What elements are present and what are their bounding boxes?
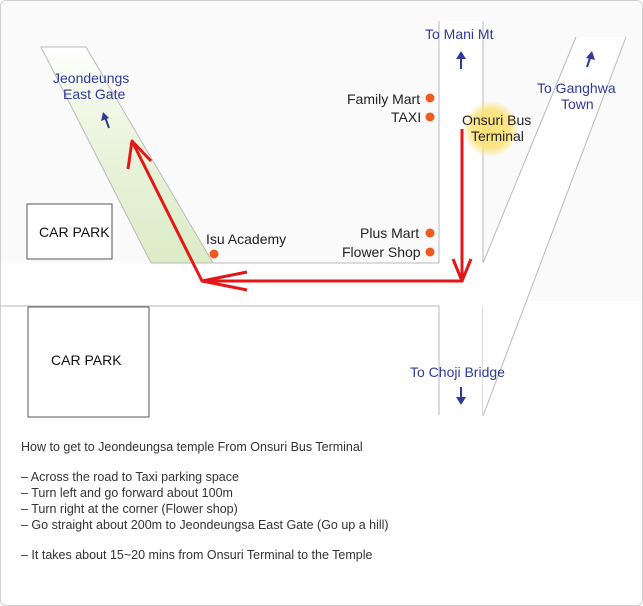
plus-mart-label: Plus Mart (360, 225, 419, 241)
flower-shop-label: Flower Shop (342, 244, 421, 260)
northwest-arrow-icon (101, 112, 110, 129)
isu-academy-marker (209, 249, 219, 259)
terminal-label-line2: Terminal (471, 128, 524, 144)
south-arrow-icon (456, 387, 466, 405)
route-arrow-down (451, 258, 473, 283)
car-park-large-label: CAR PARK (51, 352, 122, 368)
route-path (130, 129, 464, 283)
directions-steps: – Across the road to Taxi parking space … (21, 469, 621, 533)
car-park-small (26, 203, 113, 260)
directions-text: How to get to Jeondeungsa temple From On… (21, 439, 621, 563)
plus-mart-marker (425, 228, 435, 238)
family-mart-marker (425, 93, 435, 103)
choji-bridge-label: To Choji Bridge (410, 364, 505, 380)
car-park-small-label: CAR PARK (39, 224, 110, 240)
ganghwa-label-line1: To Ganghwa (537, 80, 616, 96)
route-arrow-up (126, 139, 153, 170)
terminal-label-line1: Onsuri Bus (462, 112, 531, 128)
taxi-marker (425, 112, 435, 122)
direction-step: – Across the road to Taxi parking space (21, 470, 239, 484)
route-map: CAR PARK CAR PARK To Mani Mt To Ganghw (1, 1, 642, 431)
directions-title: How to get to Jeondeungsa temple From On… (21, 440, 363, 454)
direction-step: – Turn left and go forward about 100m (21, 486, 233, 500)
direction-step: – Go straight about 200m to Jeondeungsa … (21, 518, 389, 532)
east-gate-label-line2: East Gate (63, 86, 125, 102)
direction-step: – Turn right at the corner (Flower shop) (21, 502, 238, 516)
duration-note: – It takes about 15~20 mins from Onsuri … (21, 548, 373, 562)
taxi-label: TAXI (391, 109, 421, 125)
ganghwa-label-line2: Town (561, 96, 594, 112)
north-arrow-icon (456, 51, 466, 69)
route-arrow-left (200, 270, 248, 292)
mani-mt-label: To Mani Mt (425, 26, 494, 42)
terminal-marker (464, 102, 518, 156)
northeast-arrow-icon (586, 51, 595, 68)
flower-shop-marker (425, 247, 435, 257)
east-gate-label-line1: Jeondeungs (53, 70, 129, 86)
isu-academy-label: Isu Academy (206, 231, 286, 247)
family-mart-label: Family Mart (347, 91, 420, 107)
car-park-large (27, 306, 150, 418)
